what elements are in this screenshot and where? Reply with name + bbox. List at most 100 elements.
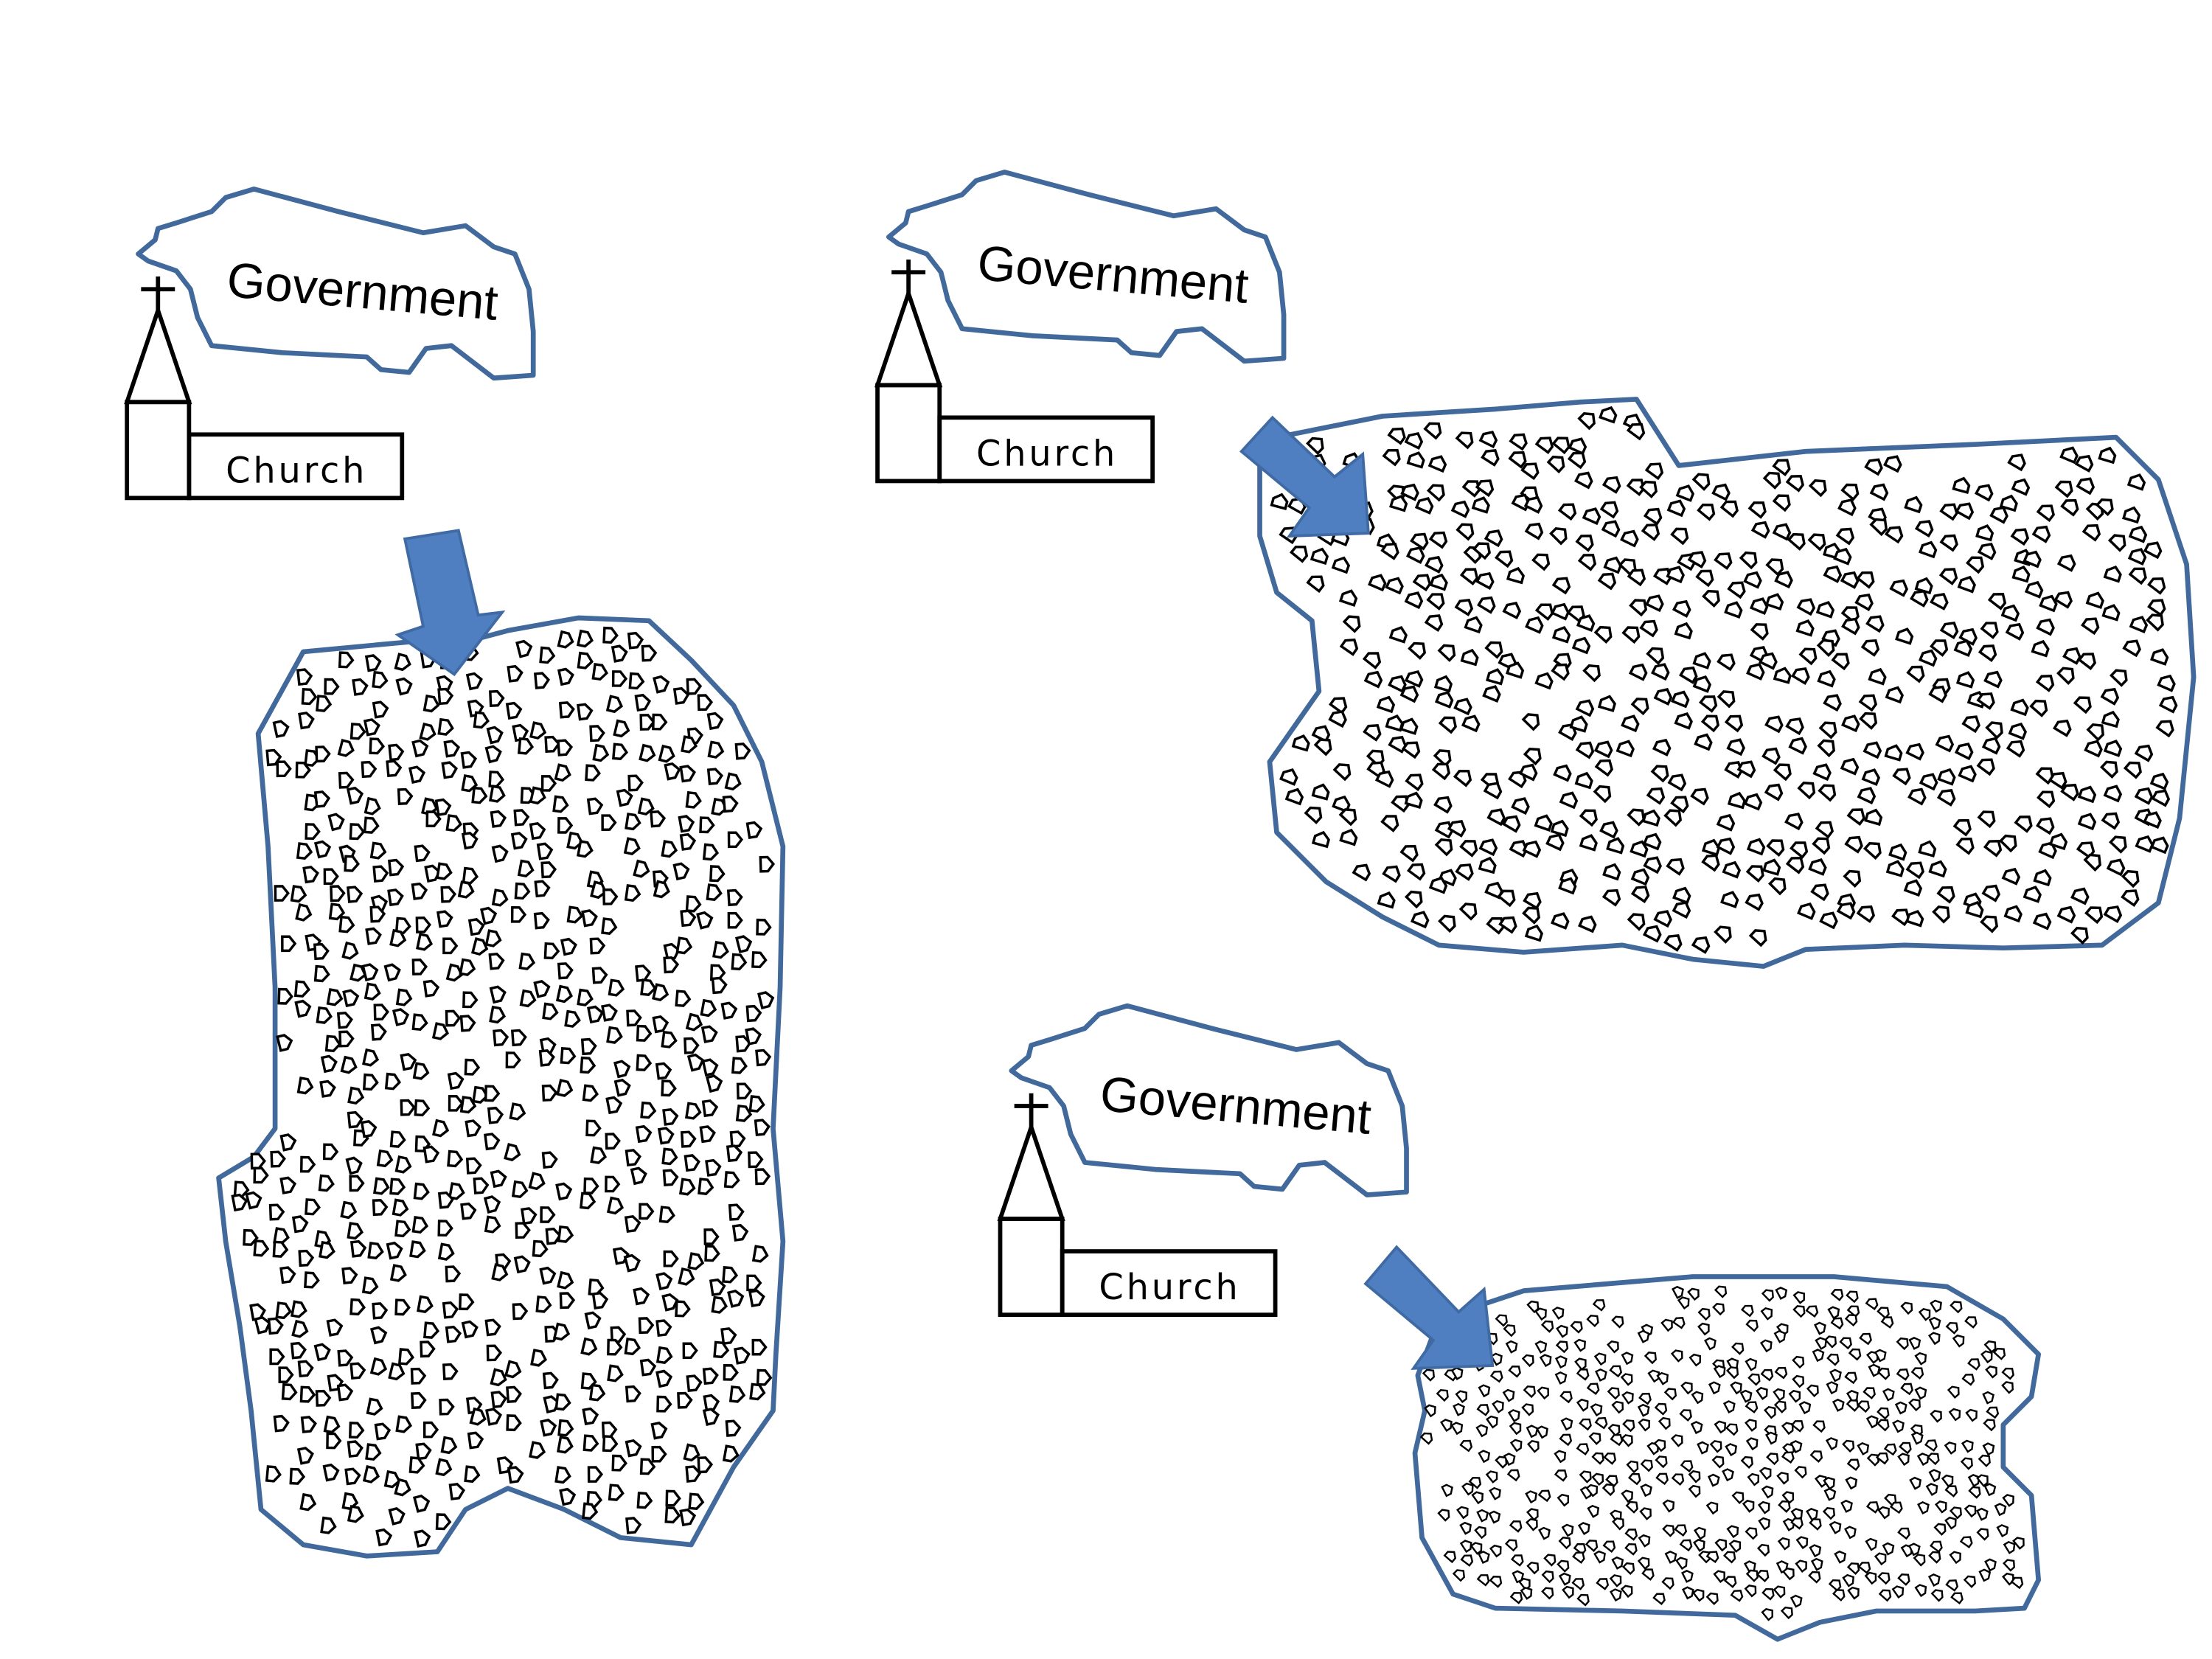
house-icon [1840,571,1860,589]
house-icon [1882,1388,1895,1402]
house-icon [272,1240,289,1258]
arrow-down-right-icon [1239,415,1370,538]
house-icon [1582,507,1601,526]
house-icon [1423,422,1442,440]
house-icon [636,1024,653,1042]
house-icon [1455,1390,1467,1404]
house-icon [552,795,569,813]
house-icon [484,745,502,764]
house-icon [515,639,533,658]
house-icon [1450,500,1470,518]
house-icon [2099,760,2118,779]
house-icon [1961,1439,1974,1453]
house-icon [1503,1324,1516,1338]
house-icon [1671,1473,1685,1486]
house-icon [675,990,692,1007]
house-icon [1776,1472,1789,1485]
house-icon [601,917,618,935]
house-icon [1630,886,1650,903]
house-icon [388,743,405,762]
house-icon [1981,737,2001,755]
house-icon [389,1264,407,1282]
house-icon [2031,639,2050,658]
house-icon [383,963,401,982]
house-icon [1399,844,1419,863]
house-icon [1941,1474,1954,1488]
house-icon [734,742,751,760]
house-icon [1749,597,1769,615]
house-icon [1603,556,1622,574]
house-icon [1975,1507,1989,1521]
house-icon [1380,542,1399,560]
house-icon [591,967,608,984]
house-icon [1475,1424,1489,1438]
house-icon [611,644,628,663]
house-icon [374,1422,392,1441]
house-icon [506,1414,522,1432]
house-icon [1996,1524,2009,1538]
house-icon [657,1127,675,1145]
house-icon [1670,796,1689,814]
house-icon [253,1166,269,1184]
house-icon [637,797,655,816]
house-icon [361,963,379,982]
house-icon [627,631,644,650]
house-icon [702,1408,720,1427]
house-icon [313,942,330,961]
house-icon [1945,1321,1959,1335]
house-icon [1748,929,1767,947]
house-icon [1823,694,1842,712]
house-icon [663,956,680,974]
house-icon [2056,667,2075,685]
house-icon [709,1278,726,1297]
house-icon [1830,1289,1844,1301]
house-icon [601,814,617,831]
house-icon [340,1055,358,1074]
house-icon [1808,479,1827,498]
house-icon [1717,690,1736,709]
house-icon [515,1222,531,1239]
house-icon [366,1397,383,1416]
house-icon [1736,760,1756,779]
house-icon [1785,856,1805,874]
house-icon [2085,591,2104,610]
house-icon [1651,663,1670,681]
house-icon [1917,1501,1930,1514]
house-icon [557,817,574,834]
house-icon [486,726,504,745]
house-icon [1976,1474,1989,1487]
house-icon [1691,473,1711,491]
house-icon [1908,1336,1921,1350]
house-icon [1498,916,1517,934]
house-icon [245,1191,262,1210]
house-icon [416,933,434,951]
house-icon [533,911,550,930]
house-icon [1992,1347,2006,1360]
house-icon [1892,768,1911,786]
house-icon [1877,1407,1890,1420]
house-icon [1952,1334,1965,1348]
house-icon [1846,1458,1860,1472]
house-icon [1750,521,1770,539]
house-icon [633,859,650,878]
house-icon [672,862,690,881]
house-icon [400,1052,417,1071]
house-icon [326,988,344,1006]
house-icon [1805,1305,1819,1318]
house-icon [388,1362,406,1381]
house-icon [727,911,743,929]
house-icon [748,1289,765,1307]
house-icon [425,810,442,827]
house-icon [684,1154,700,1172]
house-icon [2077,813,2097,831]
house-icon [1593,1352,1607,1366]
house-icon [302,866,319,884]
house-icon [1913,1554,1926,1567]
house-icon [1607,1340,1619,1354]
house-icon [268,1203,285,1221]
house-icon [1739,551,1758,570]
house-icon [2048,771,2067,790]
house-icon [1864,458,1883,476]
house-icon [2023,550,2042,568]
house-icon [1919,773,1938,791]
